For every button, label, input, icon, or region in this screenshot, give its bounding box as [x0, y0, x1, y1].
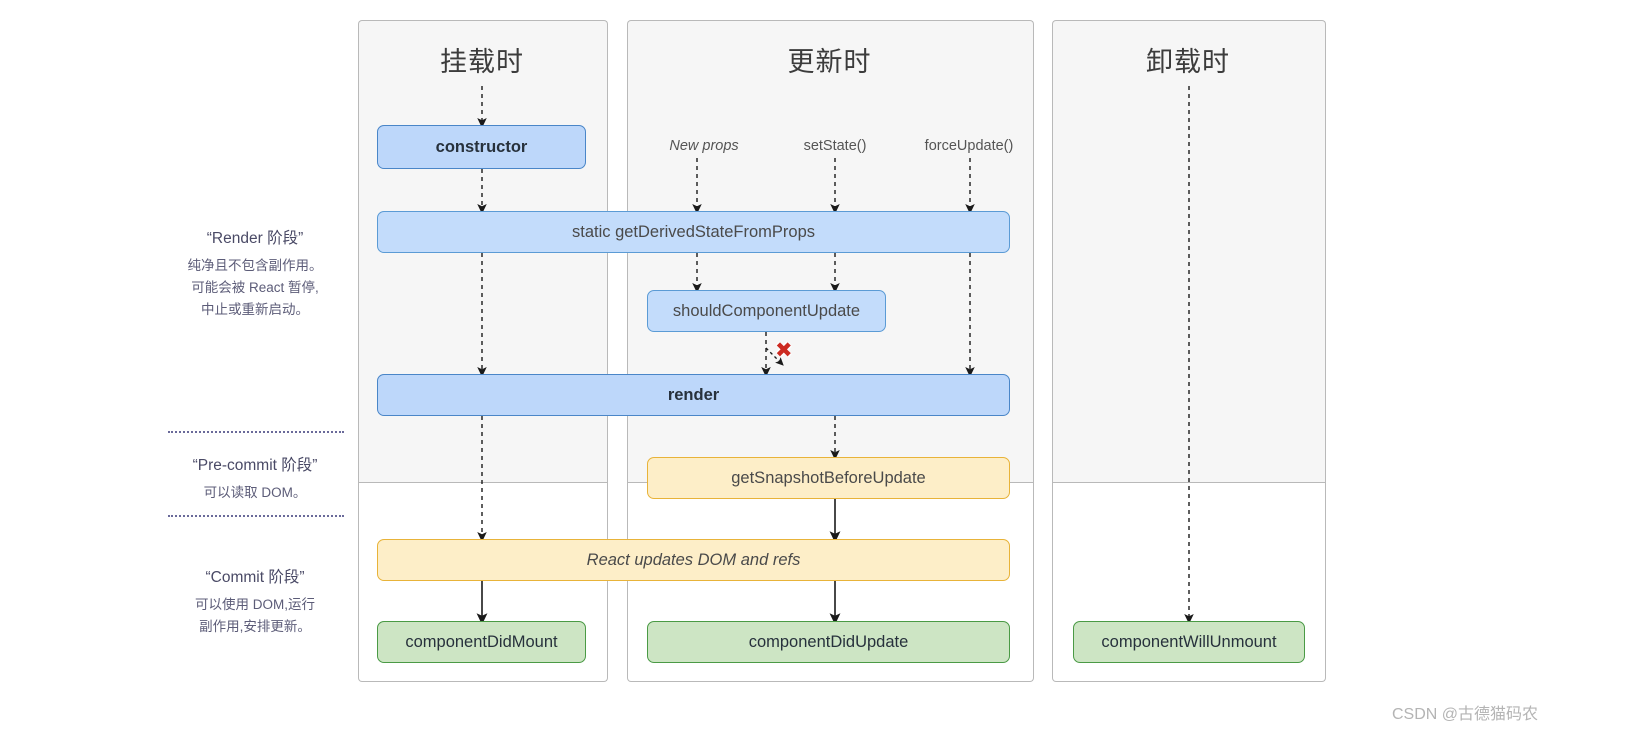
- phase-separator-bottom: [168, 515, 344, 517]
- trigger-label-force-update: forceUpdate(): [924, 138, 1014, 154]
- phase-line: 可以使用 DOM,运行: [195, 597, 315, 612]
- phase-body-commit: 可以使用 DOM,运行 副作用,安排更新。: [160, 594, 350, 638]
- phase-line: 副作用,安排更新。: [199, 618, 311, 634]
- column-title-mount: 挂载时: [440, 47, 524, 77]
- column-title-update: 更新时: [787, 47, 872, 77]
- phase-title-commit: “Commit 阶段”: [205, 569, 305, 586]
- trigger-label-set-state: setState(): [803, 138, 867, 154]
- watermark: CSDN @古德猫码农: [1392, 706, 1539, 723]
- column-divider-mount: [358, 482, 608, 483]
- phase-line: 可能会被 React 暂停,: [191, 279, 319, 295]
- node-should-component-update[interactable]: shouldComponentUpdate: [647, 290, 886, 332]
- node-component-did-update[interactable]: componentDidUpdate: [647, 621, 1010, 663]
- phase-label-pre-commit: “Pre-commit 阶段” 可以读取 DOM。: [160, 453, 350, 504]
- blocked-x-icon: ✖: [775, 339, 793, 362]
- phase-line: 纯净且不包含副作用。: [187, 258, 323, 273]
- phase-separator-top: [168, 431, 344, 433]
- column-panel-unmount: [1052, 20, 1326, 483]
- phase-body-render: 纯净且不包含副作用。 可能会被 React 暂停, 中止或重新启动。: [160, 255, 350, 321]
- trigger-label-new-props: New props: [669, 138, 739, 154]
- phase-title-pre-commit: “Pre-commit 阶段”: [192, 457, 318, 474]
- phase-line: 可以读取 DOM。: [203, 485, 307, 500]
- node-react-updates-dom-and-refs[interactable]: React updates DOM and refs: [377, 539, 1010, 581]
- phase-title-render: “Render 阶段”: [206, 230, 304, 247]
- node-get-snapshot-before-update[interactable]: getSnapshotBeforeUpdate: [647, 457, 1010, 499]
- phase-label-render: “Render 阶段” 纯净且不包含副作用。 可能会被 React 暂停, 中止…: [160, 226, 350, 321]
- phase-line: 中止或重新启动。: [201, 301, 309, 317]
- phase-label-commit: “Commit 阶段” 可以使用 DOM,运行 副作用,安排更新。: [160, 565, 350, 638]
- node-render[interactable]: render: [377, 374, 1010, 416]
- node-component-did-mount[interactable]: componentDidMount: [377, 621, 586, 663]
- node-constructor[interactable]: constructor: [377, 125, 586, 169]
- phase-body-pre-commit: 可以读取 DOM。: [160, 482, 350, 504]
- node-component-will-unmount[interactable]: componentWillUnmount: [1073, 621, 1305, 663]
- node-get-derived-state-from-props[interactable]: static getDerivedStateFromProps: [377, 211, 1010, 253]
- column-title-unmount: 卸载时: [1146, 47, 1230, 77]
- column-divider-unmount: [1052, 482, 1326, 483]
